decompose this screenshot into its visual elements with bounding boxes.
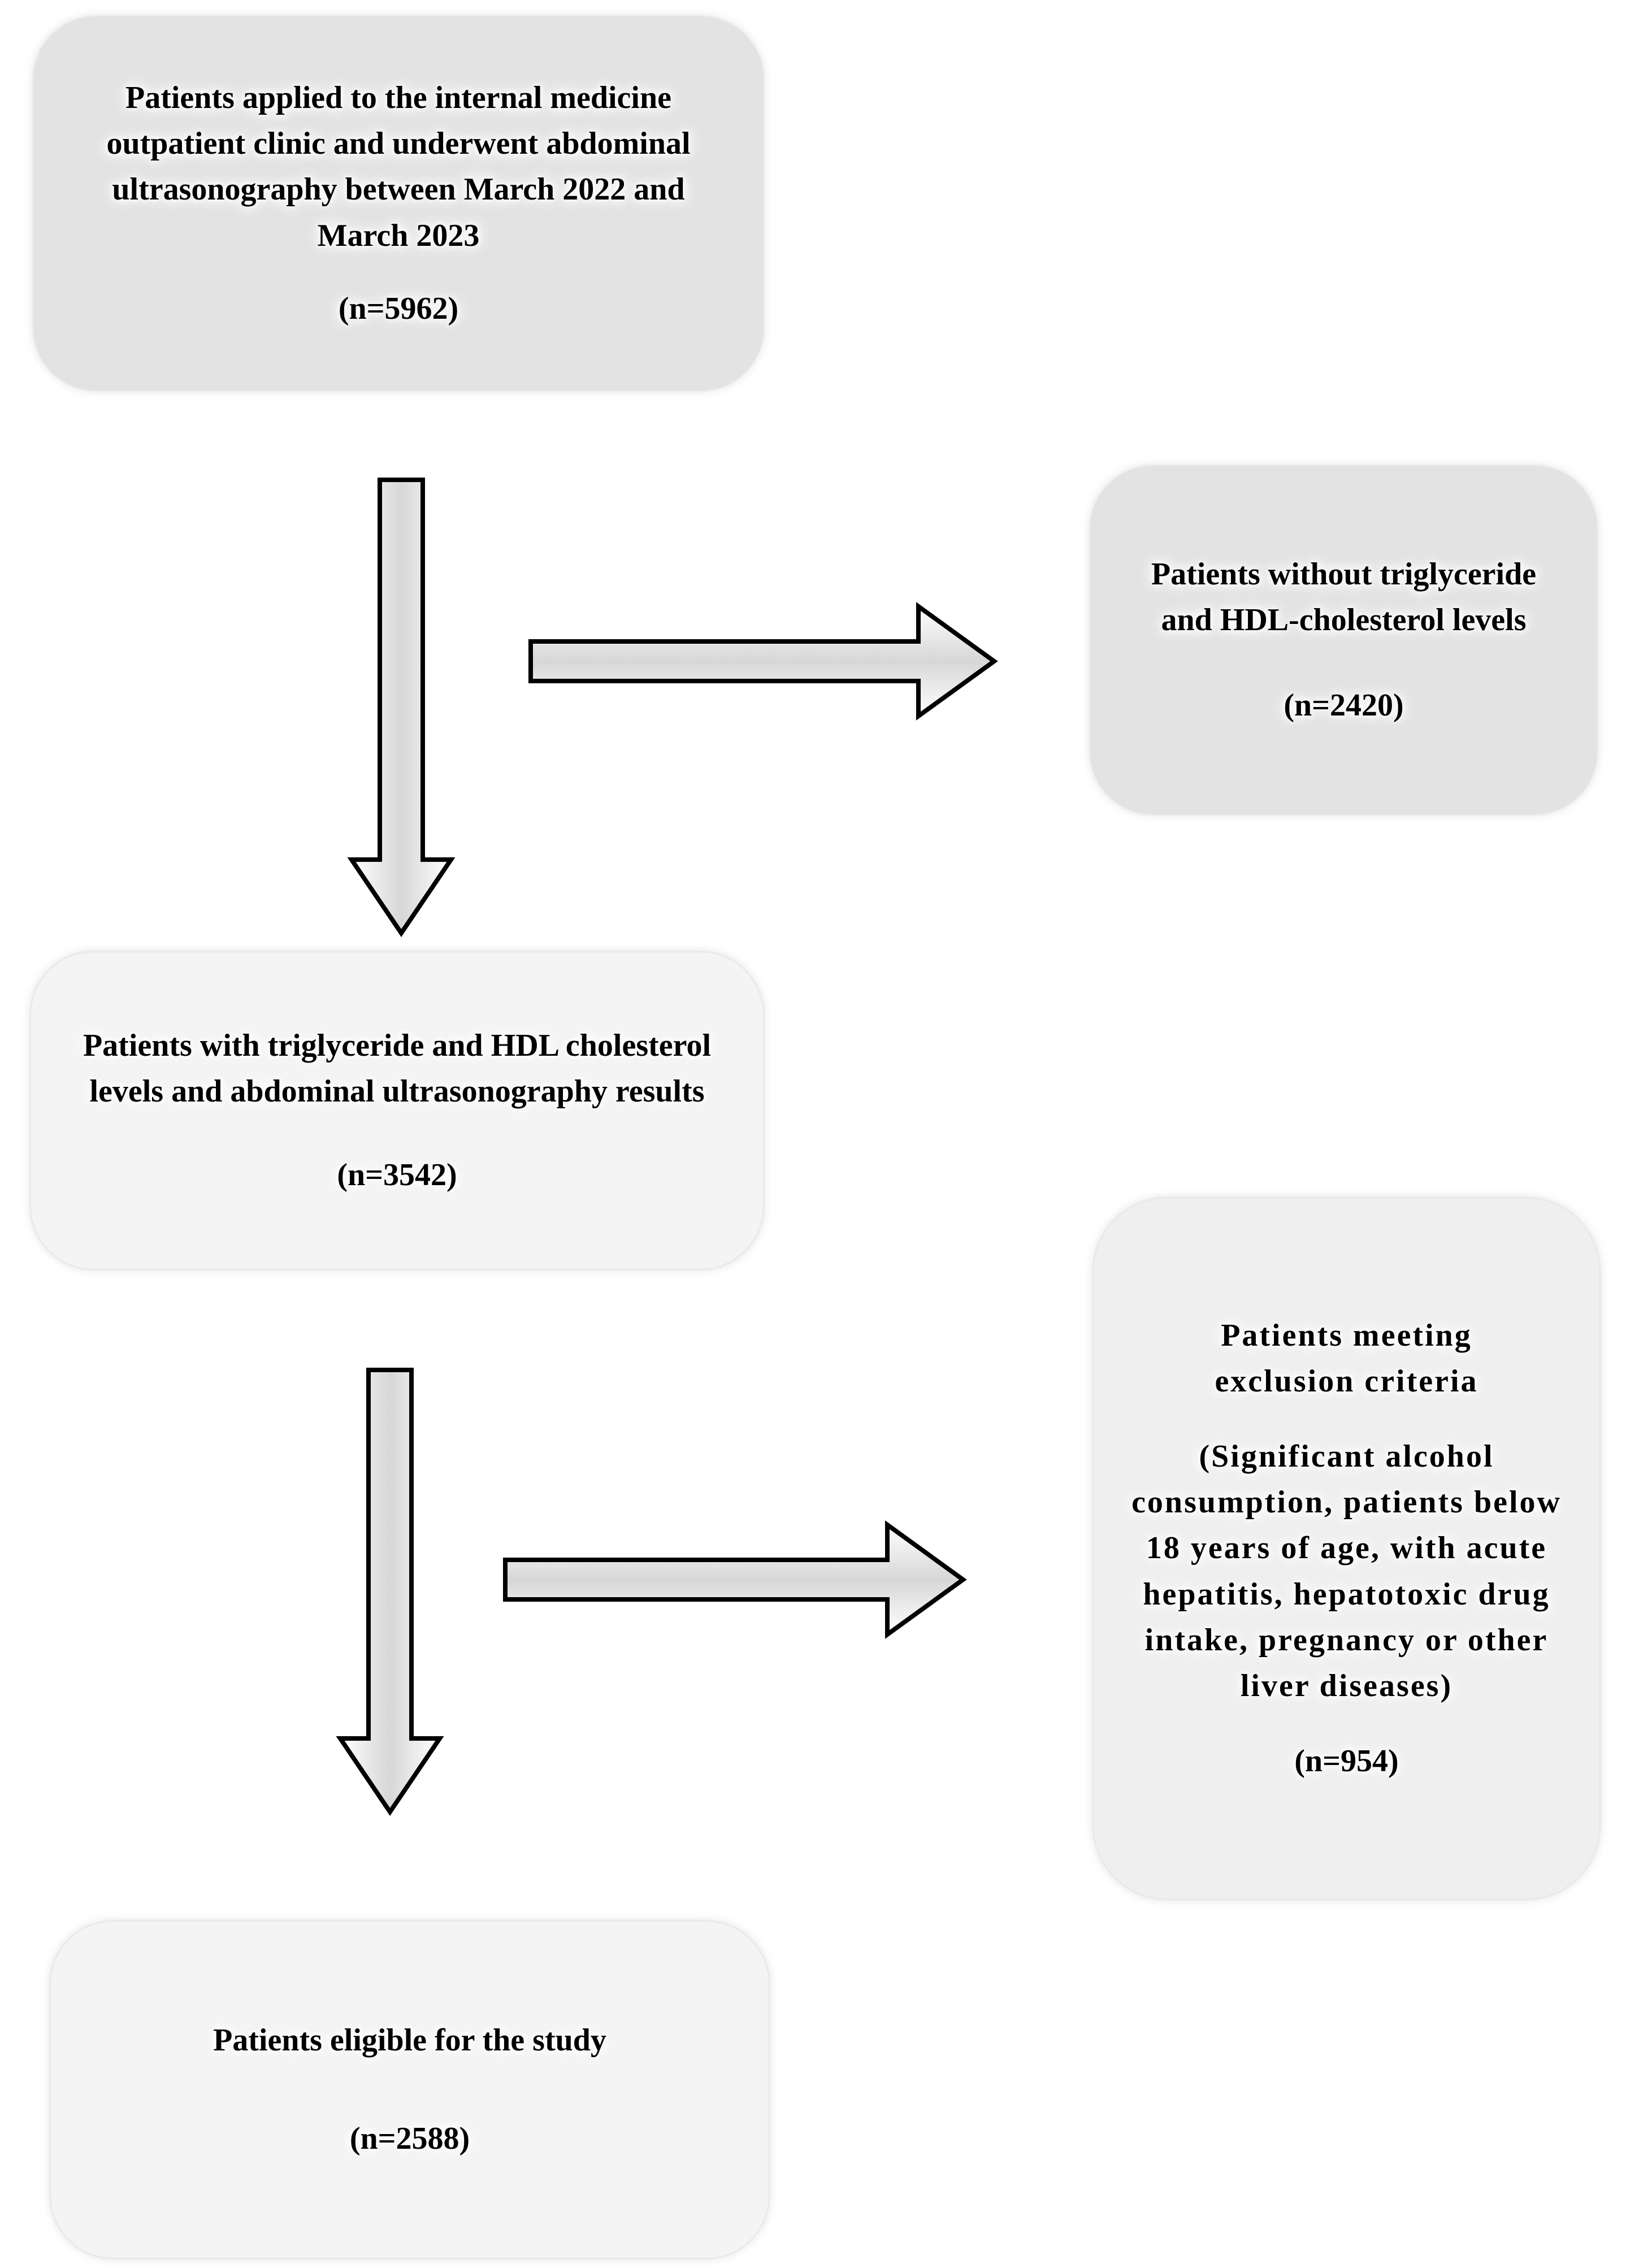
box-patients-eligible: Patients eligible for the study (n=2588)	[51, 1922, 769, 2258]
box-exclusion-criteria: Patients meeting exclusion criteria (Sig…	[1094, 1198, 1599, 1899]
box-patients-eligible-text: Patients eligible for the study	[213, 2023, 606, 2058]
box-patients-applied-count: (n=5962)	[338, 290, 459, 326]
box-patients-without-levels-count: (n=2420)	[1284, 688, 1404, 723]
box-exclusion-criteria-detail: (Significant alcohol consumption, patien…	[1131, 1439, 1562, 1703]
down-arrow-icon	[336, 1368, 444, 1816]
down-arrow-icon	[347, 478, 456, 938]
box-patients-eligible-count: (n=2588)	[349, 2120, 470, 2156]
box-patients-with-levels: Patients with triglyceride and HDL chole…	[31, 952, 763, 1269]
box-patients-applied-text: Patients applied to the internal medicin…	[106, 80, 691, 253]
box-exclusion-criteria-count: (n=954)	[1294, 1744, 1399, 1779]
box-patients-without-levels: Patients without triglyceride and HDL-ch…	[1091, 466, 1597, 814]
box-exclusion-criteria-title: Patients meeting exclusion criteria	[1215, 1317, 1478, 1399]
right-arrow-icon	[528, 602, 998, 721]
box-patients-applied: Patients applied to the internal medicin…	[34, 17, 763, 390]
right-arrow-icon	[503, 1520, 967, 1639]
box-patients-without-levels-text: Patients without triglyceride and HDL-ch…	[1151, 556, 1537, 638]
box-patients-with-levels-text: Patients with triglyceride and HDL chole…	[83, 1028, 712, 1109]
box-patients-with-levels-count: (n=3542)	[337, 1157, 457, 1192]
